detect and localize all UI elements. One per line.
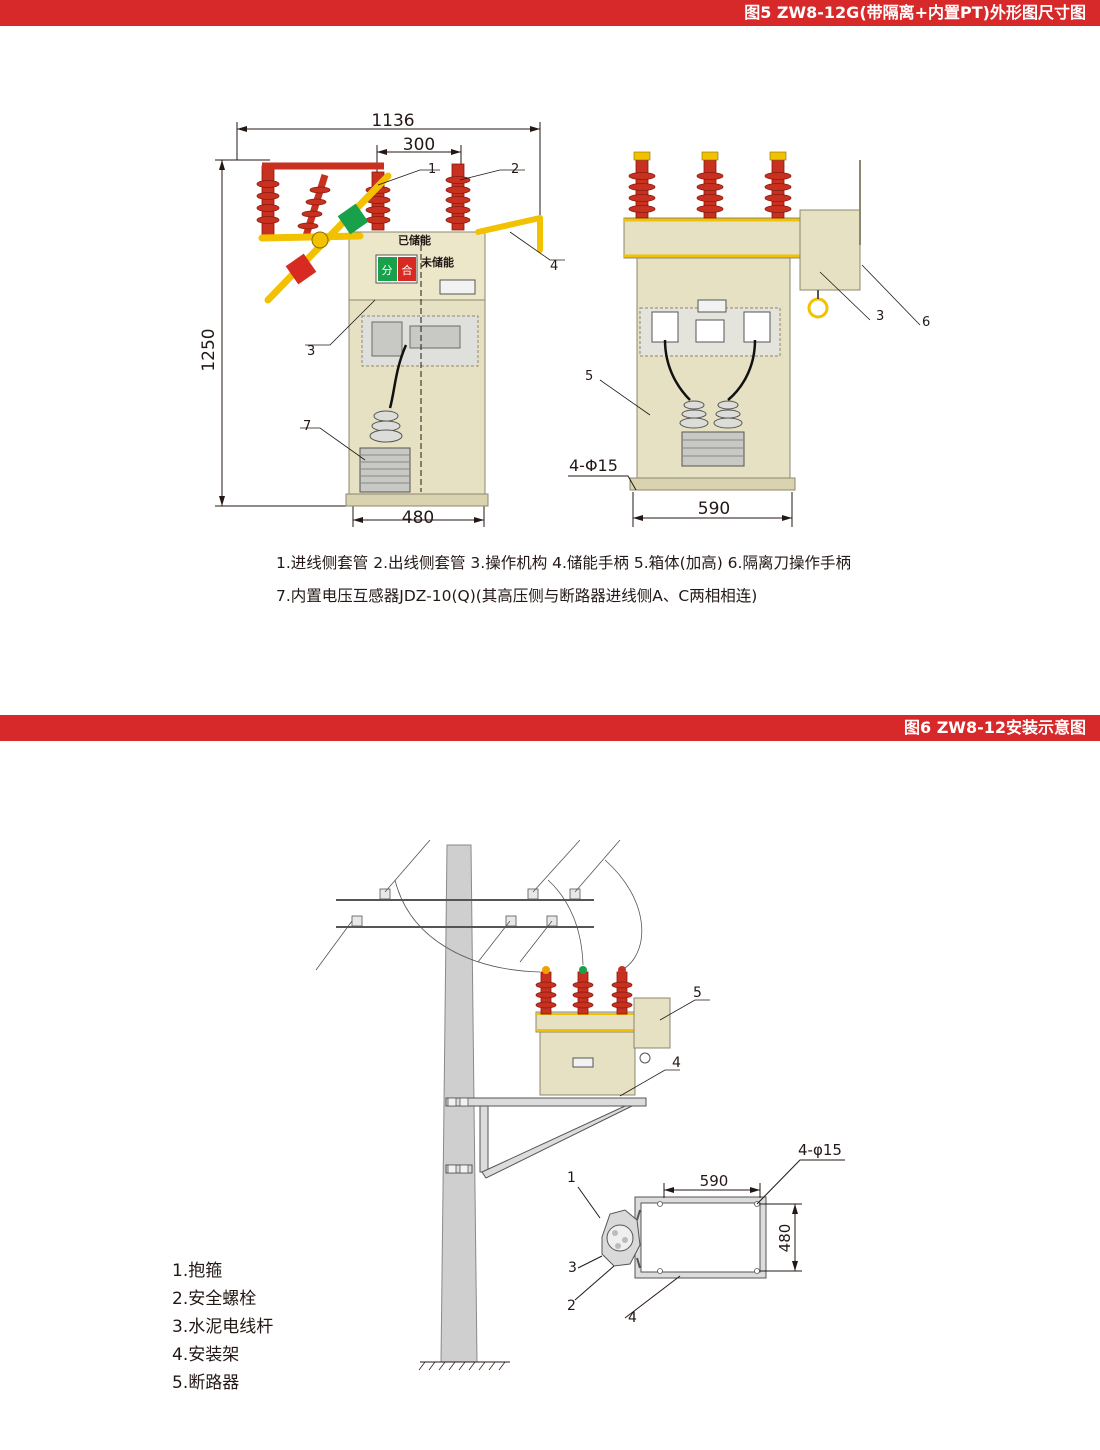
fig5-callout-4: 4 — [550, 259, 558, 274]
dim-480: 480 — [402, 508, 434, 528]
figure6-legend-item: 2.安全螺栓 — [172, 1289, 257, 1309]
dim-frame-590: 590 — [700, 1172, 729, 1190]
figure5-title: 图5 ZW8-12G(带隔离+内置PT)外形图尺寸图 — [744, 3, 1086, 22]
dim-1136: 1136 — [371, 111, 414, 131]
figure5-drawing: 1136 300 1250 480 分 合 已储能 未储能 — [199, 111, 930, 528]
front-side-box — [799, 209, 861, 291]
front-insulators — [628, 159, 792, 219]
figure6-title-banner: 图6 ZW8-12安装示意图 — [0, 715, 1100, 741]
breaker-side-box — [633, 997, 671, 1049]
mounting-bracket — [445, 1097, 647, 1179]
fig6-plan-callout-1: 1 — [567, 1170, 576, 1186]
bracket-plan-view — [601, 1196, 767, 1279]
figure5-legend-line1: 1.进线侧套管 2.出线侧套管 3.操作机构 4.储能手柄 5.箱体(加高) 6… — [276, 554, 851, 572]
figure6-legend-item: 4.安装架 — [172, 1345, 240, 1365]
close-button — [398, 257, 416, 281]
close-label: 合 — [402, 263, 413, 277]
open-button — [378, 257, 397, 281]
fig6-plan-callout-3: 3 — [568, 1260, 577, 1276]
front-view: 590 4-Φ15 5 3 6 — [568, 151, 930, 527]
dim-frame-480: 480 — [776, 1224, 794, 1253]
figure5-title-banner: 图5 ZW8-12G(带隔离+内置PT)外形图尺寸图 — [0, 0, 1100, 26]
front-counter-window — [697, 299, 727, 313]
dim-300: 300 — [403, 135, 435, 155]
fig5-callout-6: 6 — [922, 315, 930, 330]
side-view: 1136 300 1250 480 分 合 已储能 未储能 — [199, 111, 565, 528]
figure6-legend-item: 5.断路器 — [172, 1373, 240, 1393]
figure5-legend-line2: 7.内置电压互感器JDZ-10(Q)(其高压侧与断路器进线侧A、C两相相连) — [276, 587, 758, 605]
charging-handle — [475, 215, 543, 253]
figure6-title: 图6 ZW8-12安装示意图 — [904, 718, 1086, 737]
open-label: 分 — [382, 264, 393, 277]
charged-label: 已储能 — [398, 233, 431, 247]
figure6-legend-item: 3.水泥电线杆 — [172, 1317, 274, 1337]
fig5-callout-5: 5 — [585, 369, 593, 384]
fig5-callout-1: 1 — [428, 162, 436, 177]
side-insulators — [256, 163, 471, 239]
figure6-drawing: 5 4 590 480 4-φ15 1 — [315, 839, 845, 1371]
fig5-callout-2: 2 — [511, 162, 519, 177]
dim-590: 590 — [698, 499, 730, 519]
fig6-callout-5: 5 — [693, 985, 702, 1001]
fig5-callout-3b: 3 — [876, 309, 884, 324]
fig5-callout-7: 7 — [303, 419, 311, 434]
fig6-callout-4: 4 — [672, 1055, 681, 1071]
voltage-transformer — [359, 344, 411, 493]
fig5-callout-3a: 3 — [307, 344, 315, 359]
fig6-plan-callout-4: 4 — [628, 1310, 637, 1326]
dim-1250: 1250 — [199, 328, 219, 371]
figure6-legend-item: 1.抱箍 — [172, 1261, 223, 1281]
side-counter-window — [439, 279, 476, 295]
dim-frame-holes: 4-φ15 — [798, 1141, 842, 1159]
dim-holes: 4-Φ15 — [569, 456, 618, 475]
fig6-plan-callout-2: 2 — [567, 1298, 576, 1314]
uncharged-label: 未储能 — [420, 255, 454, 269]
